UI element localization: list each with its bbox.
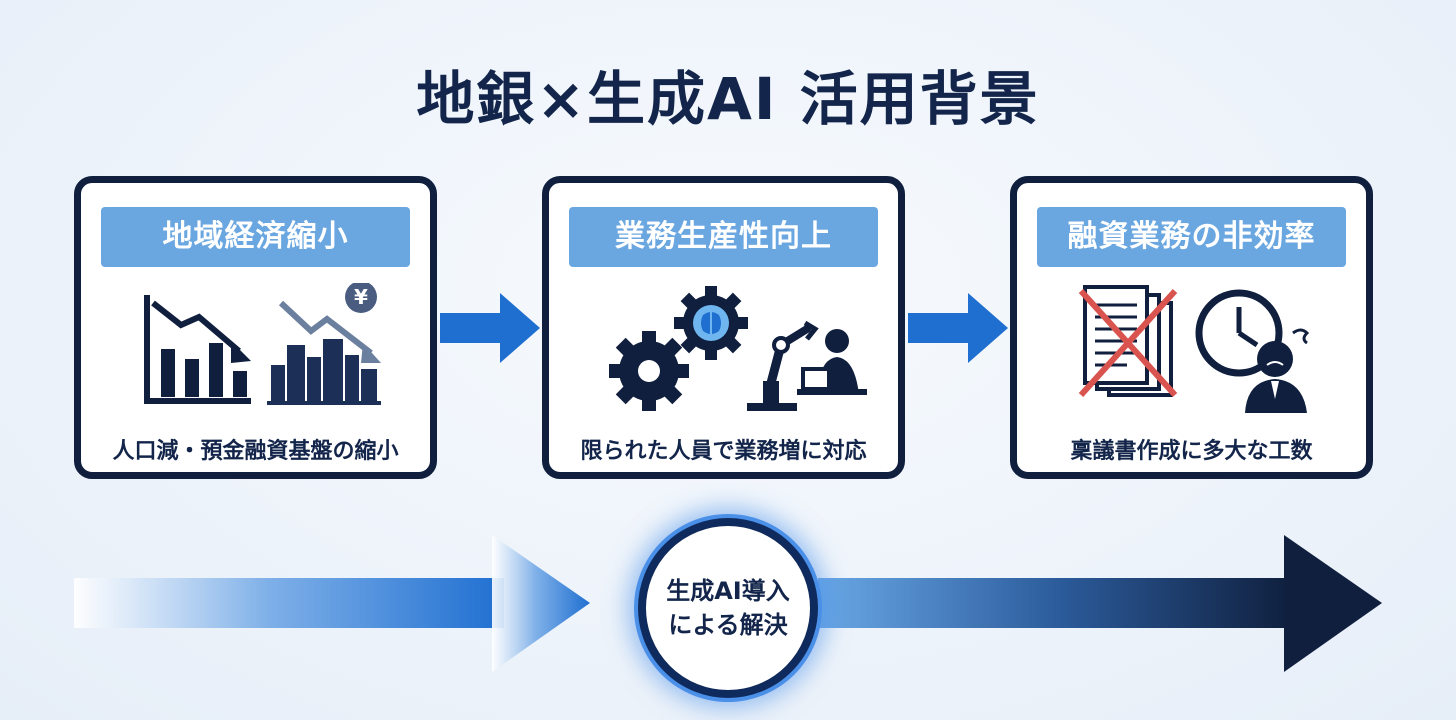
- gears-ai-brain-icon: [609, 286, 748, 411]
- connector-arrow-1: [440, 293, 540, 363]
- card-icon-area: ¥: [81, 281, 430, 418]
- solution-circle: 生成AI導入 による解決: [638, 518, 818, 698]
- card-loan-inefficiency: 融資業務の非効率: [1010, 176, 1373, 479]
- page-title: 地銀×生成AI 活用背景: [416, 65, 1040, 133]
- card-caption: 限られた人員で業務増に対応: [580, 439, 867, 464]
- solution-line-2: による解決: [668, 611, 788, 639]
- yen-symbol: ¥: [354, 285, 368, 309]
- city-yen-decline-icon: ¥: [267, 281, 381, 405]
- card-caption: 人口減・預金融資基盤の縮小: [112, 439, 399, 464]
- solution-line-1: 生成AI導入: [666, 577, 790, 605]
- card-productivity: 業務生産性向上: [542, 176, 905, 479]
- card-heading: 地域経済縮小: [101, 207, 410, 267]
- connector-arrow-2: [908, 293, 1008, 363]
- card-icon-area: [549, 283, 898, 418]
- bottom-arrow-left: [74, 535, 590, 672]
- card-regional-economy: 地域経済縮小 ¥: [74, 176, 437, 479]
- bottom-arrow-right: [818, 535, 1382, 672]
- declining-bar-chart-icon: [144, 295, 251, 404]
- crossed-documents-icon: [1078, 285, 1178, 398]
- robot-arm-worker-icon: [747, 320, 867, 411]
- card-caption: 稟議書作成に多大な工数: [1070, 439, 1313, 464]
- card-heading: 融資業務の非効率: [1037, 207, 1346, 267]
- clock-worried-person-icon: [1195, 289, 1310, 413]
- card-heading: 業務生産性向上: [569, 207, 878, 267]
- card-icon-area: [1017, 283, 1366, 418]
